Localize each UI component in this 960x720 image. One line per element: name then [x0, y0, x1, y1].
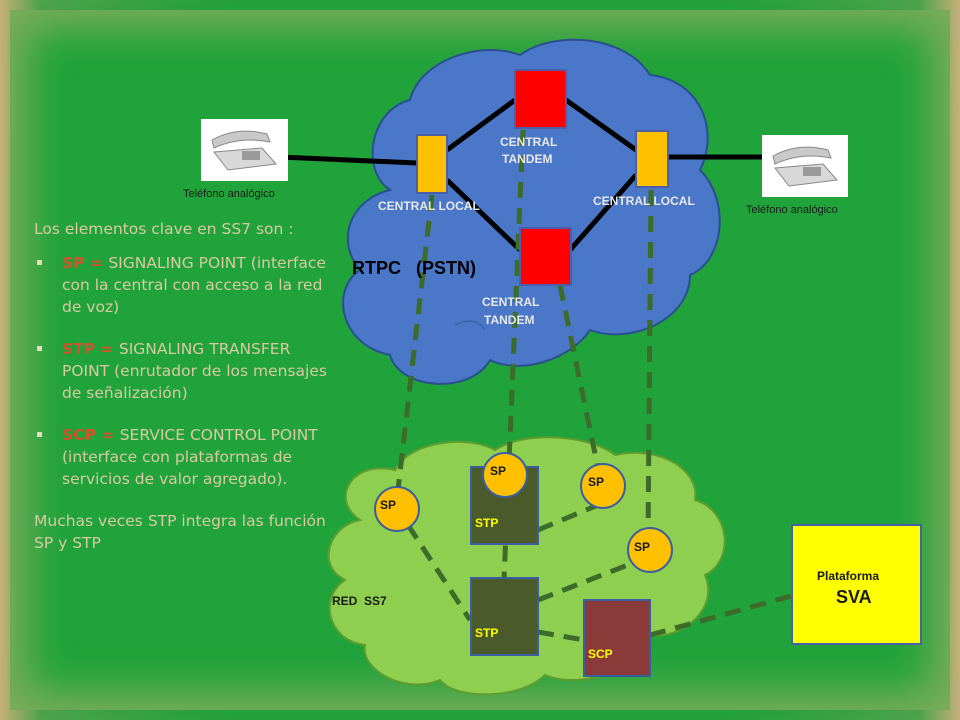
scp-keyword: SCP =: [62, 426, 120, 444]
scp-description: SERVICE CONTROL POINT (interface con pla…: [62, 426, 318, 488]
sp-node-left[interactable]: [374, 486, 420, 532]
dash-stp-sp-right: [537, 560, 634, 603]
central-tandem-top[interactable]: [514, 69, 567, 129]
ss7-cloud-label: RED SS7: [332, 594, 387, 608]
telephone-icon: [211, 130, 277, 171]
dash-local-right-sp: [645, 189, 654, 541]
list-item-sp: SP = SIGNALING POINT (interface con la c…: [34, 252, 334, 318]
scp-label: SCP: [588, 647, 613, 661]
sp-label: SP: [634, 540, 650, 554]
stp-description: SIGNALING TRANSFER POINT (enrutador de l…: [62, 340, 327, 402]
phone-left-label: Teléfono analógico: [183, 188, 275, 200]
sp-node-right-top[interactable]: [580, 463, 626, 509]
central-tandem-bottom[interactable]: [519, 227, 572, 286]
link-phone-left-local: [279, 154, 418, 166]
stp-label: STP: [475, 626, 498, 640]
sp-node-right[interactable]: [627, 527, 673, 573]
pstn-links: [279, 97, 765, 252]
central-local-right[interactable]: [635, 130, 669, 188]
tandem-bottom-label-1: CENTRAL: [482, 295, 539, 309]
telephone-icon: [772, 146, 838, 187]
intro-text: Los elementos clave en SS7 son :: [34, 220, 294, 238]
sva-title: Plataforma: [817, 569, 879, 583]
elements-list: SP = SIGNALING POINT (interface con la c…: [34, 252, 334, 490]
sp-label: SP: [380, 498, 396, 512]
central-local-left-label: CENTRAL LOCAL: [378, 199, 480, 213]
sva-platform[interactable]: [791, 524, 922, 645]
tandem-top-label-1: CENTRAL: [500, 135, 557, 149]
pstn-cloud: [342, 38, 721, 385]
link-local-right-tandem-bottom: [568, 173, 638, 252]
link-local-left-tandem-top: [445, 97, 517, 153]
sp-keyword: SP =: [62, 254, 109, 272]
sp-label: SP: [490, 464, 506, 478]
stp-keyword: STP =: [62, 340, 119, 358]
phone-left[interactable]: [201, 119, 288, 181]
phone-right[interactable]: [762, 135, 848, 197]
link-local-left-tandem-bottom: [445, 178, 522, 252]
stp-label: STP: [475, 516, 498, 530]
list-item-scp: SCP = SERVICE CONTROL POINT (interface c…: [34, 424, 334, 490]
pstn-cloud-label: RTPC (PSTN): [352, 258, 476, 278]
outro-text: Muchas veces STP integra las función SP …: [34, 512, 326, 552]
ss7-elements-text: Los elementos clave en SS7 son : SP = SI…: [34, 218, 334, 554]
sp-description: SIGNALING POINT (interface con la centra…: [62, 254, 326, 316]
sp-node-on-stp[interactable]: [482, 452, 528, 498]
phone-right-label: Teléfono analógico: [746, 204, 838, 216]
dash-tandem-bottom-sp: [557, 284, 601, 469]
dash-stp-scp: [537, 629, 585, 643]
dash-local-left-sp: [395, 194, 435, 491]
scp-node[interactable]: [583, 599, 651, 677]
stp-node-bottom[interactable]: [470, 577, 539, 656]
link-tandem-top-local-right: [564, 97, 638, 153]
sva-name: SVA: [836, 587, 872, 607]
list-item-stp: STP = SIGNALING TRANSFER POINT (enrutado…: [34, 338, 334, 404]
sp-label: SP: [588, 475, 604, 489]
tandem-bottom-label-2: TANDEM: [484, 313, 534, 327]
central-local-right-label: CENTRAL LOCAL: [593, 194, 695, 208]
central-local-left[interactable]: [416, 134, 448, 194]
dash-sp-stp: [405, 523, 473, 622]
tandem-top-label-2: TANDEM: [502, 152, 552, 166]
dash-stp-sp: [537, 502, 599, 533]
